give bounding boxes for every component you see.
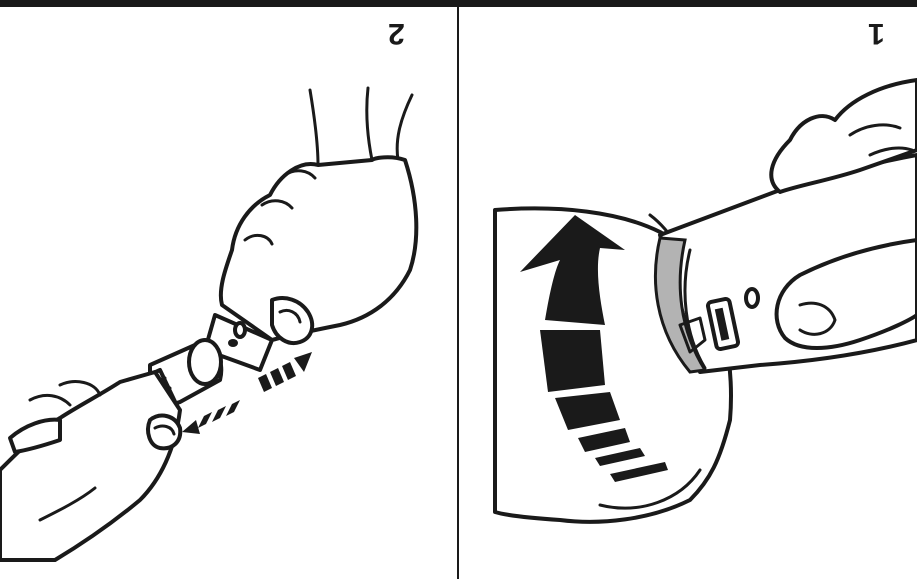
left-hand bbox=[0, 372, 180, 560]
right-hand bbox=[221, 157, 416, 340]
panel-1-illustration bbox=[495, 80, 917, 522]
lock-dot bbox=[746, 289, 758, 307]
panel-2-illustration bbox=[0, 88, 416, 560]
left-thumb bbox=[148, 416, 180, 449]
